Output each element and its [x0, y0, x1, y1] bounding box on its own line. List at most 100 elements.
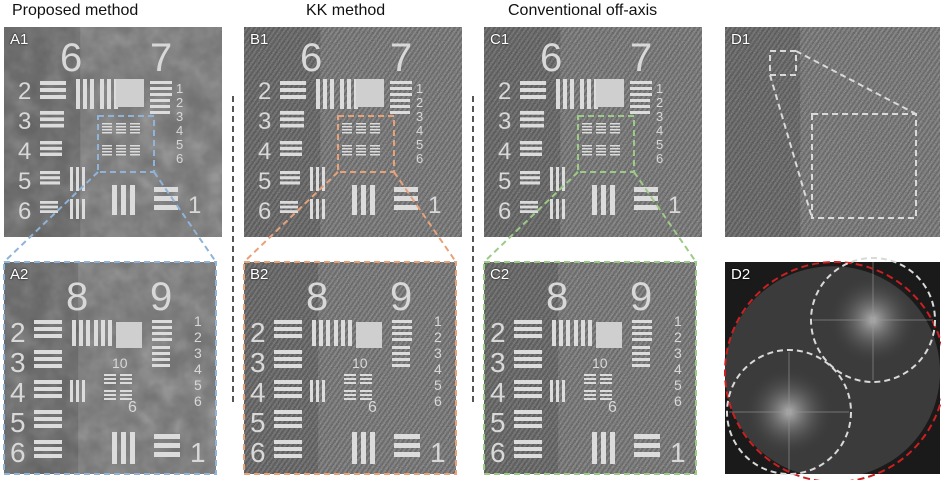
target-bar — [280, 146, 302, 151]
fine-bar — [582, 151, 592, 153]
target-bar — [280, 81, 306, 85]
target-bar — [274, 410, 302, 414]
target-bar — [347, 79, 351, 109]
fine-bar — [596, 145, 606, 147]
target-bar — [392, 346, 410, 349]
target-bar — [34, 320, 62, 324]
target-bar — [550, 380, 553, 402]
target-bar — [634, 443, 660, 448]
target-bar — [280, 176, 300, 180]
element-number-label: 3 — [434, 345, 442, 361]
fine-bar — [582, 126, 592, 128]
target-bar — [310, 167, 313, 191]
fine-bar — [120, 378, 132, 380]
fine-bar — [600, 398, 612, 400]
fine-bar — [360, 398, 372, 400]
target-bar — [34, 417, 62, 421]
target-bar — [630, 99, 650, 102]
target-bar — [520, 205, 538, 209]
fine-bar — [360, 394, 372, 396]
target-square — [596, 322, 622, 348]
fine-bar — [130, 123, 140, 125]
target-bar — [316, 167, 319, 191]
target-bar — [514, 387, 542, 391]
fine-bar — [600, 378, 612, 380]
target-bar — [152, 346, 170, 349]
target-bar — [34, 394, 62, 398]
target-bar — [394, 434, 420, 439]
background-field-svg — [725, 27, 940, 237]
target-bar — [574, 320, 578, 346]
group-number-label: 6 — [540, 36, 562, 80]
element-number-label: 1 — [416, 81, 423, 96]
target-square — [356, 79, 384, 107]
target-bar — [40, 152, 62, 156]
fine-bar — [596, 132, 606, 134]
target-bar — [390, 105, 410, 108]
target-bar — [34, 357, 62, 361]
fine-bar — [356, 123, 366, 125]
target-bar — [40, 201, 58, 204]
panel-d1-image: D1 — [725, 27, 940, 237]
target-bar — [34, 380, 62, 384]
element-number-label: 3 — [674, 345, 682, 361]
target-bar — [390, 93, 412, 96]
element-number-label: 5 — [490, 407, 506, 438]
target-bar — [392, 320, 412, 323]
target-bar — [581, 320, 585, 346]
element-number-label: 3 — [656, 109, 663, 124]
element-number-label: 3 — [490, 347, 506, 378]
target-bar — [274, 327, 302, 331]
target-bar — [280, 171, 300, 175]
element-number-label: 6 — [10, 437, 26, 468]
target-bar — [76, 380, 79, 402]
target-bar — [34, 364, 62, 368]
element-number-label: 4 — [258, 138, 271, 165]
element-number-label: 2 — [250, 317, 266, 348]
panel-label-a1: A1 — [10, 31, 29, 48]
target-bar — [520, 210, 538, 213]
panel-label-c1: C1 — [490, 31, 510, 48]
fine-bar — [102, 129, 112, 131]
target-bar — [514, 447, 542, 451]
fine-bar — [102, 123, 112, 125]
target-bar — [361, 185, 366, 215]
fine-bar — [582, 129, 592, 131]
target-bar — [274, 380, 302, 384]
target-bar — [520, 176, 540, 180]
fine-bar — [130, 129, 140, 131]
fine-bar — [582, 148, 592, 150]
element-number-label: 2 — [10, 317, 26, 348]
target-bar — [514, 350, 542, 354]
target-bar — [310, 199, 313, 219]
element-number-label: 1 — [190, 437, 206, 468]
target-bar — [107, 79, 111, 109]
group-number-label: 6 — [300, 36, 322, 80]
panel-label-c2: C2 — [490, 266, 510, 283]
target-bar — [40, 81, 66, 85]
target-bar — [580, 79, 584, 109]
target-bar — [514, 417, 542, 421]
target-bar — [34, 454, 62, 458]
target-bar — [559, 320, 563, 346]
element-number-label: 2 — [656, 95, 663, 110]
group-number-label: 8 — [546, 275, 568, 319]
element-number-label: 1 — [656, 81, 663, 96]
target-bar — [394, 196, 418, 201]
element-number-label: 2 — [498, 78, 511, 105]
fine-bar — [116, 126, 126, 128]
target-bar — [632, 364, 650, 367]
element-number-label: 2 — [434, 329, 442, 345]
target-bar — [82, 380, 85, 402]
target-bar — [108, 320, 112, 346]
element-number-label: 6 — [250, 437, 266, 468]
target-bar — [150, 99, 170, 102]
target-bar — [520, 117, 544, 122]
target-bar — [316, 380, 319, 402]
element-number-label: 5 — [176, 137, 183, 152]
element-number-label: 1 — [670, 437, 686, 468]
target-bar — [40, 205, 58, 209]
fine-bar — [104, 390, 116, 392]
